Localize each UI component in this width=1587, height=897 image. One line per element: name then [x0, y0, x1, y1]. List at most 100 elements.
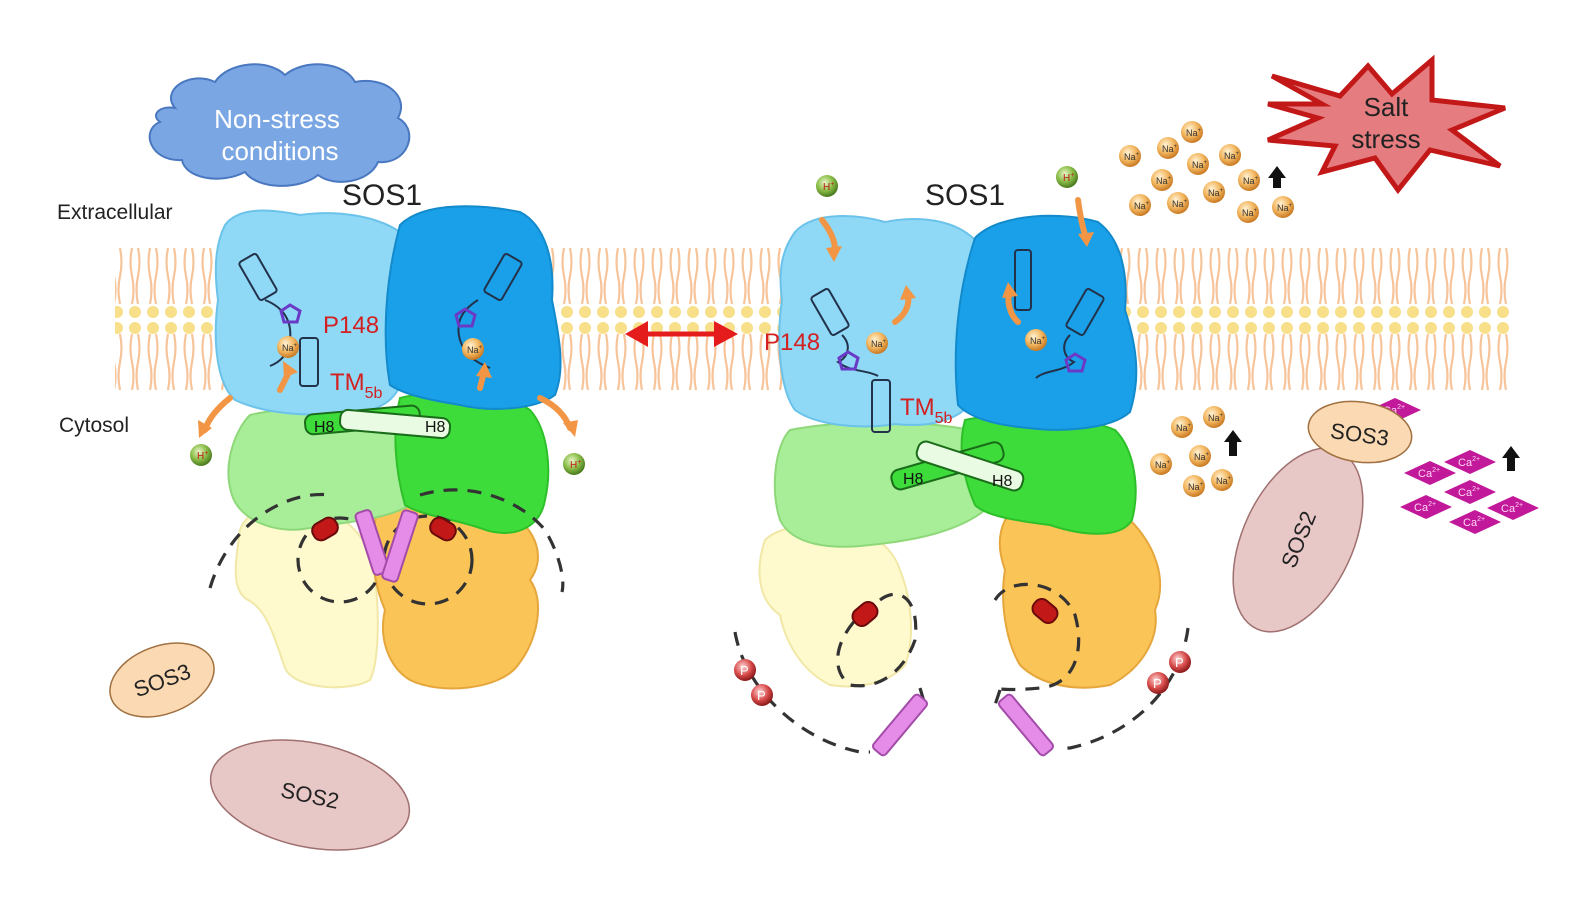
- na-ion-cytosol-2: Na+: [1203, 406, 1225, 428]
- na-ion-extracellular-5: Na+: [1219, 144, 1241, 166]
- svg-text:Na+: Na+: [1243, 176, 1259, 186]
- h8-helices-right: H8 H8: [890, 440, 1025, 492]
- svg-text:P: P: [1175, 655, 1184, 670]
- proline-ring-left-b: [454, 307, 477, 328]
- svg-text:Na+: Na+: [1224, 151, 1240, 161]
- svg-text:H+: H+: [197, 450, 208, 462]
- na-ion-extracellular-11: Na+: [1237, 201, 1259, 223]
- tm5b-left-label: TM5b: [330, 369, 383, 402]
- svg-text:H+: H+: [570, 459, 581, 471]
- extracellular-label: Extracellular: [57, 201, 173, 224]
- tm5b-right-label: TM5b: [900, 394, 953, 427]
- h8-left-label-a: H8: [314, 419, 335, 436]
- h8-right-label-b: H8: [992, 473, 1013, 490]
- h8-left-label-b: H8: [425, 419, 446, 436]
- na-ion-extracellular-3: Na+: [1157, 137, 1179, 159]
- svg-text:Na+: Na+: [1277, 203, 1293, 213]
- phospho-left-b: P: [751, 684, 773, 706]
- svg-text:H+: H+: [823, 181, 834, 193]
- na-ion-right-a: Na+: [866, 332, 888, 354]
- non-stress-label-line2: conditions: [221, 136, 338, 166]
- non-stress-label-line1: Non-stress: [214, 104, 340, 134]
- sos2-bound: SOS2: [1232, 447, 1364, 633]
- ca-ion-5: Ca2+: [1444, 480, 1496, 504]
- svg-text:P: P: [1153, 676, 1162, 691]
- pink-linkers-right: [872, 693, 1054, 757]
- svg-text:Na+: Na+: [1155, 460, 1171, 470]
- svg-text:Na+: Na+: [282, 343, 298, 353]
- svg-text:Ca2+: Ca2+: [1414, 501, 1436, 514]
- na-ion-left-b: Na+: [462, 338, 484, 360]
- sos1-active-dimer: SOS1 P148 TM5b H8 H8: [733, 166, 1191, 757]
- tm-left-dark: [384, 205, 562, 410]
- salt-label-line2: stress: [1351, 124, 1420, 154]
- sos2-free: SOS2: [209, 739, 411, 851]
- sos1-left-title: SOS1: [342, 179, 422, 212]
- sos3-free: SOS3: [109, 642, 215, 718]
- svg-text:Ca2+: Ca2+: [1501, 502, 1523, 515]
- svg-text:Na+: Na+: [871, 339, 887, 349]
- svg-text:P: P: [740, 663, 749, 678]
- cytosol-label: Cytosol: [59, 414, 129, 437]
- na-ion-right-b: Na+: [1025, 329, 1047, 351]
- svg-text:Na+: Na+: [1124, 152, 1140, 162]
- proline-ring-right-b: [1064, 352, 1087, 373]
- ca-ion-4: Ca2+: [1400, 495, 1452, 519]
- double-arrow-icon: [625, 321, 738, 347]
- svg-text:Na+: Na+: [467, 345, 483, 355]
- na-ion-cytosol-5: Na+: [1183, 475, 1205, 497]
- h8-right-label-a: H8: [903, 471, 924, 488]
- phospho-left-a: P: [734, 659, 756, 681]
- tm-right-dark: [954, 214, 1138, 431]
- na-ion-extracellular-12: Na+: [1272, 196, 1294, 218]
- sos3-bound: SOS3: [1307, 400, 1413, 464]
- na-ion-cytosol-3: Na+: [1189, 445, 1211, 467]
- h-ion-left-a: H+: [190, 444, 212, 466]
- h-ion-right-b: H+: [1056, 166, 1078, 188]
- up-arrow-icon: [1224, 430, 1242, 456]
- na-ion-extracellular-2: Na+: [1119, 145, 1141, 167]
- ctd-left-light: [234, 503, 379, 689]
- tm-left-light: [214, 209, 409, 416]
- na-ion-left-a: Na+: [277, 336, 299, 358]
- na-cluster-extracellular: Na+Na+Na+Na+Na+Na+Na+Na+Na+Na+Na+Na+: [1119, 121, 1294, 223]
- svg-text:Ca2+: Ca2+: [1458, 456, 1480, 469]
- h-ion-right-a: H+: [816, 175, 838, 197]
- svg-text:Na+: Na+: [1172, 199, 1188, 209]
- salt-stress-star: Salt stress: [1266, 54, 1506, 195]
- cloud-shape: [148, 63, 411, 187]
- svg-text:Na+: Na+: [1162, 144, 1178, 154]
- na-cluster-cytosol: Na+Na+Na+Na+Na+Na+: [1150, 406, 1233, 497]
- na-ion-extracellular-6: Na+: [1151, 169, 1173, 191]
- ctd-right-light: [758, 523, 913, 688]
- svg-text:Na+: Na+: [1192, 160, 1208, 170]
- up-arrow-icon: [1268, 166, 1286, 188]
- svg-text:Na+: Na+: [1188, 482, 1204, 492]
- na-ion-cytosol-4: Na+: [1150, 453, 1172, 475]
- tm-helix-outlines-right: [810, 249, 1105, 433]
- ca-ion-2: Ca2+: [1404, 461, 1456, 485]
- ca-ion-7: Ca2+: [1449, 510, 1501, 534]
- svg-text:Na+: Na+: [1194, 452, 1210, 462]
- ca-ion-3: Ca2+: [1444, 450, 1496, 474]
- svg-text:Ca2+: Ca2+: [1418, 467, 1440, 480]
- svg-text:H+: H+: [1063, 172, 1074, 184]
- salt-label-line1: Salt: [1364, 92, 1410, 122]
- autoinhibitory-helices-left: [311, 516, 457, 542]
- proline-ring-right-a: [837, 350, 860, 371]
- na-ion-cytosol-1: Na+: [1171, 416, 1193, 438]
- svg-text:Na+: Na+: [1208, 188, 1224, 198]
- pink-linkers-left: [354, 509, 419, 583]
- na-ion-extracellular-7: Na+: [1203, 181, 1225, 203]
- p148-left-label: P148: [323, 312, 379, 339]
- na-ion-extracellular-9: Na+: [1129, 194, 1151, 216]
- ca-ion-6: Ca2+: [1487, 496, 1539, 520]
- na-ion-extracellular-4: Na+: [1187, 153, 1209, 175]
- svg-text:Na+: Na+: [1208, 413, 1224, 423]
- cyto-right-light: [773, 421, 988, 548]
- h8-helices-left: H8 H8: [304, 404, 451, 440]
- autoinhibitory-helices-right: [851, 598, 1059, 627]
- salt-star-shape: [1266, 54, 1506, 195]
- na-ion-extracellular-1: Na+: [1181, 121, 1203, 143]
